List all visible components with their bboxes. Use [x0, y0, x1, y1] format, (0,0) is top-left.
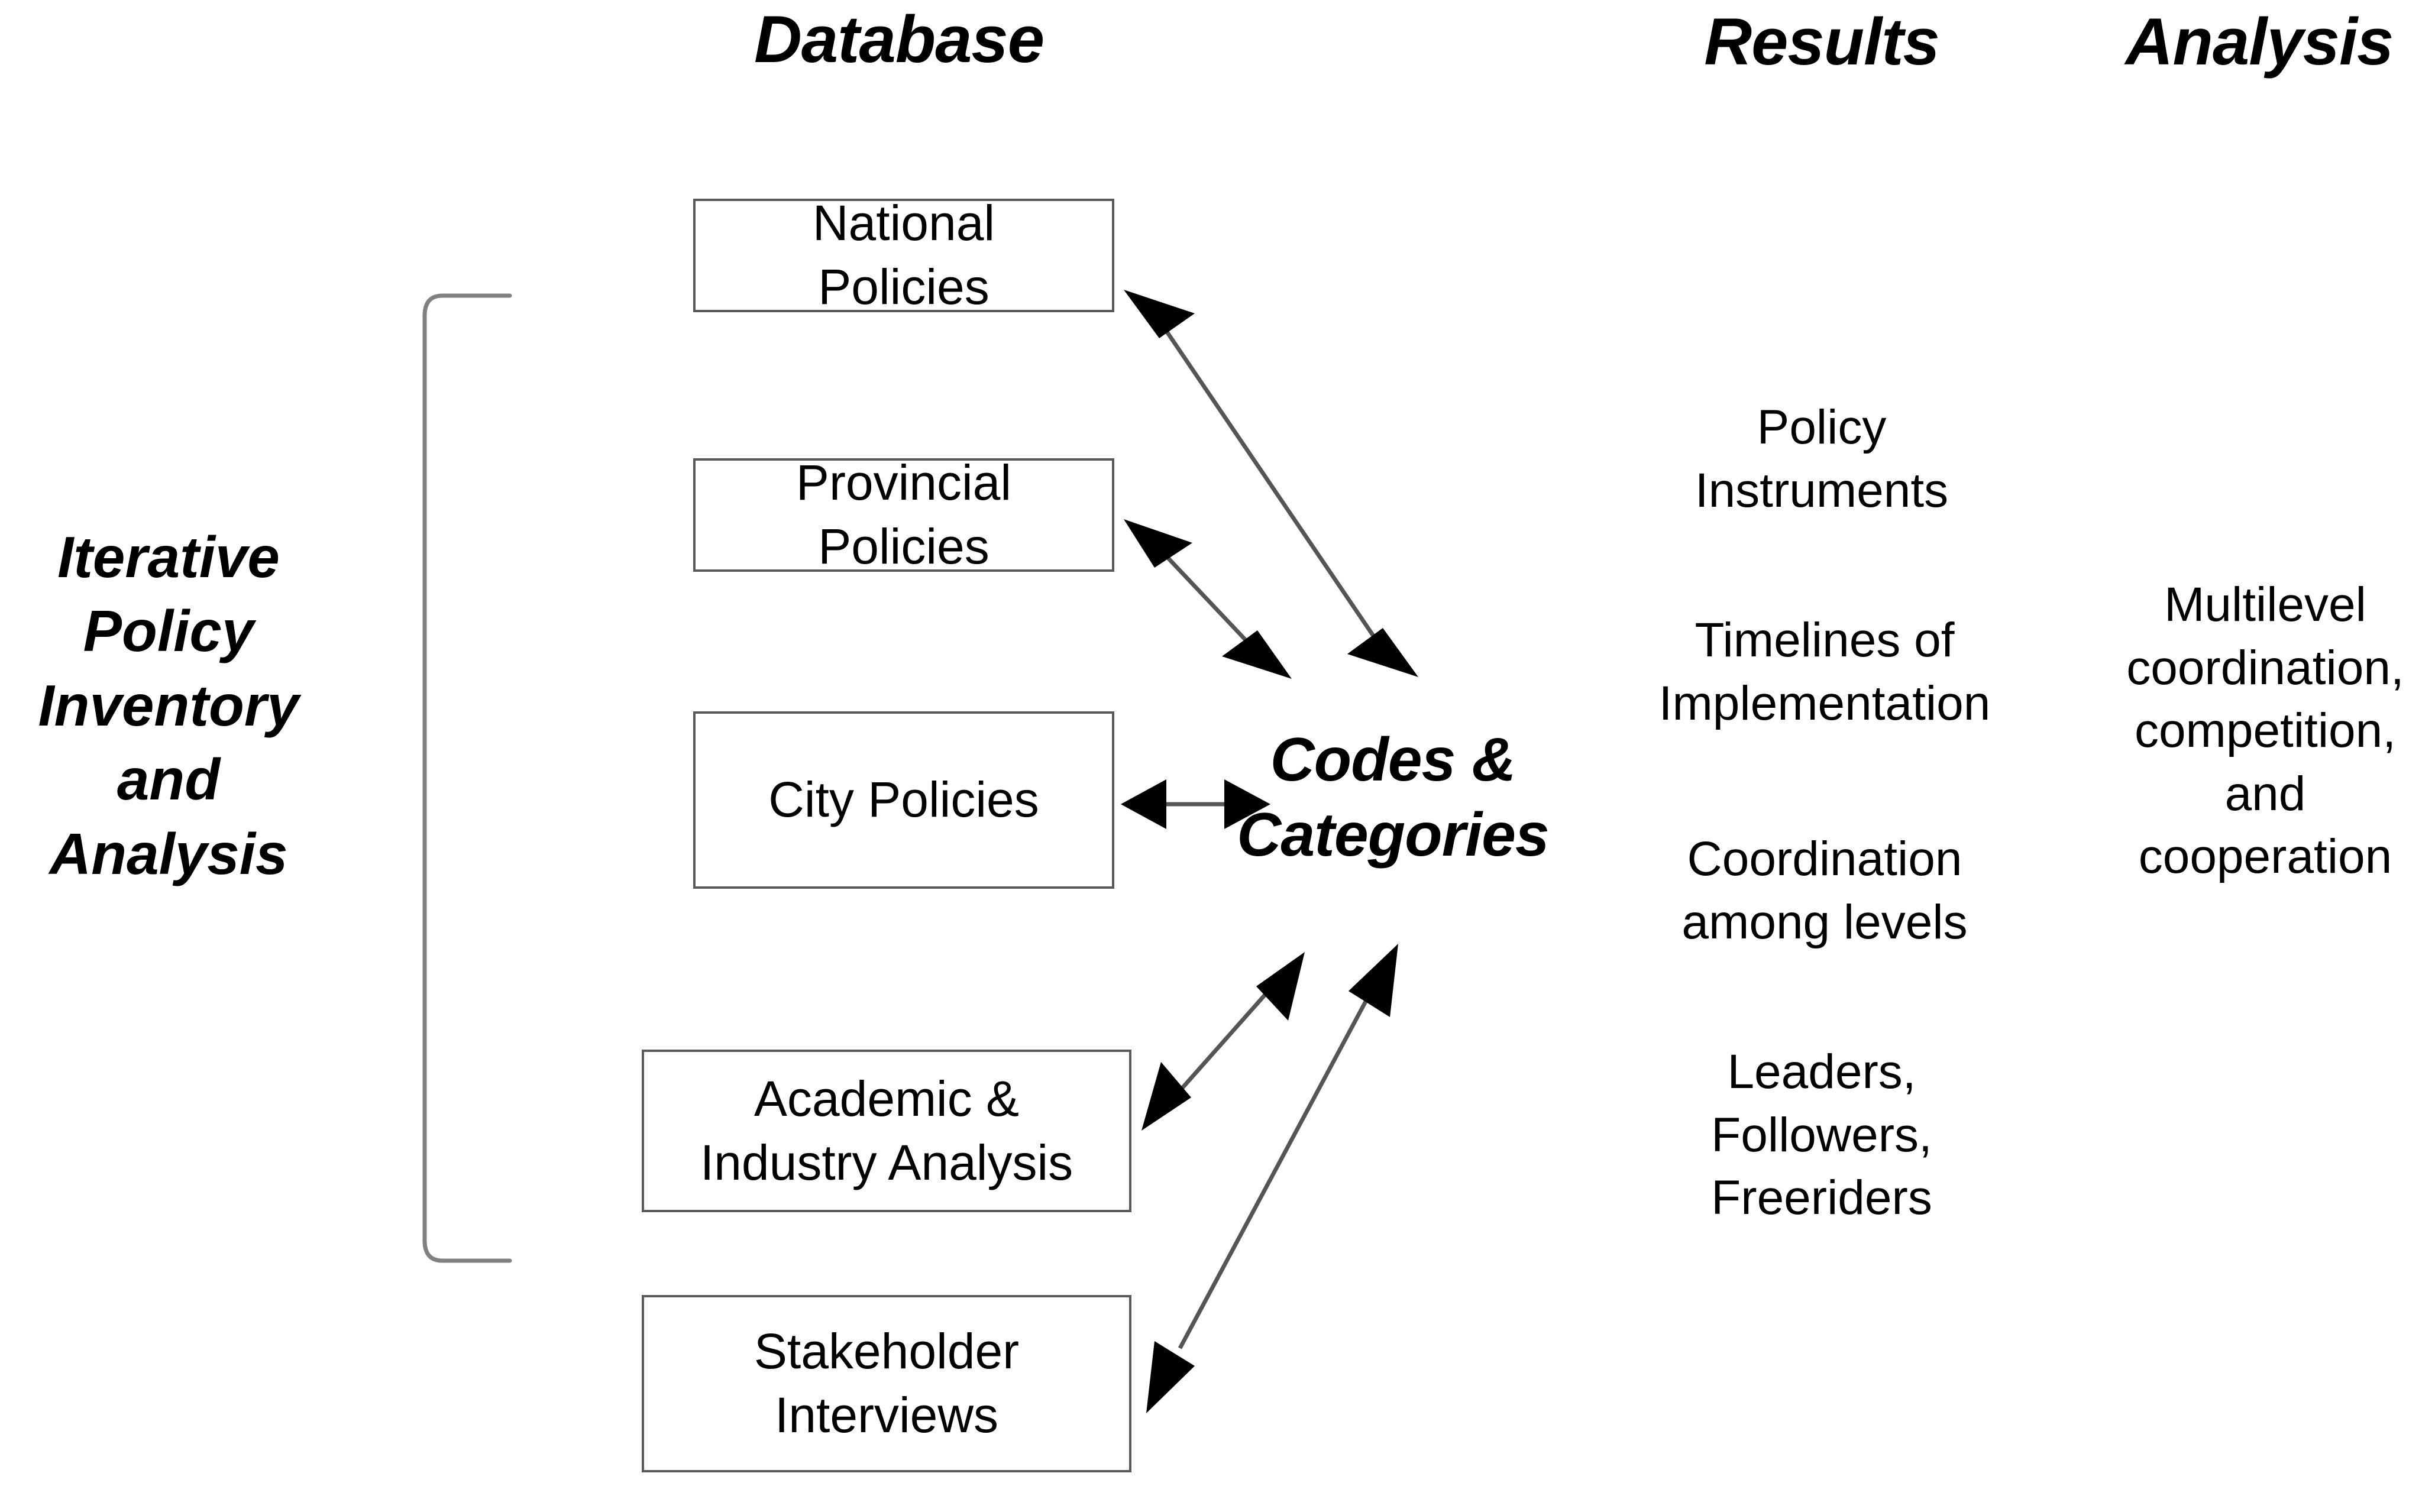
arrow-head-icon [1146, 1341, 1195, 1413]
results-line-2: Followers, [1711, 1108, 1932, 1162]
analysis-line-4: and [2224, 766, 2306, 821]
arrow-head-icon [1347, 628, 1418, 677]
arrow-head-icon [1124, 519, 1192, 568]
arrow-head-icon [1349, 944, 1398, 1017]
box-line-1: City Policies [768, 772, 1039, 828]
connector-stakeholder-to-codes [1146, 944, 1398, 1413]
connector-academic-to-codes [1141, 952, 1305, 1131]
analysis-line-1: Multilevel [2164, 578, 2366, 632]
left-caption-line-1: Iterative [57, 524, 280, 590]
central-node-line-2: Categories [1237, 800, 1550, 869]
column-heading-results: Results [1704, 5, 1940, 79]
arrow-head-icon [1124, 290, 1195, 338]
column-heading-analysis: Analysis [2125, 5, 2394, 79]
database-box-academic-industry-analysis[interactable]: Academic & Industry Analysis [642, 1050, 1131, 1212]
analysis-line-2: coordination, [2126, 640, 2404, 695]
box-line-2: Interviews [774, 1387, 999, 1443]
results-line-2: Instruments [1695, 463, 1949, 517]
arrow-head-icon [1222, 630, 1292, 679]
database-box-national-policies[interactable]: National Policies [693, 195, 1114, 315]
database-box-stakeholder-interviews[interactable]: Stakeholder Interviews [642, 1295, 1131, 1472]
database-box-city-policies[interactable]: City Policies [693, 711, 1114, 889]
database-box-label: National Policies [807, 192, 1001, 319]
database-box-label: Provincial Policies [790, 451, 1017, 578]
results-item-leaders-followers-freeriders: Leaders, Followers, Freeriders [1597, 1041, 2046, 1230]
results-item-coordination-among-levels: Coordination among levels [1591, 828, 2058, 954]
left-caption-line-4: and [117, 747, 221, 812]
results-line-1: Leaders, [1727, 1045, 1916, 1099]
grouping-bracket-icon [422, 293, 512, 1263]
results-line-1: Coordination [1687, 832, 1962, 886]
box-line-1: National [812, 195, 995, 251]
results-line-3: Freeriders [1711, 1171, 1932, 1225]
box-line-1: Provincial [796, 455, 1012, 511]
database-box-label: City Policies [762, 768, 1045, 832]
results-line-1: Policy [1757, 400, 1887, 454]
central-node-codes-and-categories[interactable]: Codes & Categories [1207, 723, 1579, 873]
left-caption-line-2: Policy [83, 598, 254, 664]
left-caption: Iterative Policy Inventory and Analysis [0, 520, 337, 891]
database-box-provincial-policies[interactable]: Provincial Policies [693, 455, 1114, 574]
arrow-head-icon [1121, 779, 1166, 829]
left-caption-line-3: Inventory [38, 672, 299, 738]
connector-provincial-to-codes [1124, 519, 1292, 679]
box-line-2: Policies [818, 519, 989, 574]
results-item-timelines-of-implementation: Timelines of Implementation [1591, 609, 2058, 735]
column-heading-database: Database [754, 2, 1045, 76]
results-line-1: Timelines of [1695, 613, 1955, 667]
arrow-head-icon [1256, 952, 1305, 1021]
left-caption-line-5: Analysis [49, 821, 288, 886]
arrow-head-icon [1141, 1062, 1191, 1131]
results-item-policy-instruments: Policy Instruments [1597, 396, 2046, 522]
box-line-2: Policies [818, 259, 989, 315]
results-line-2: among levels [1681, 895, 1968, 949]
central-node-line-1: Codes & [1270, 726, 1516, 794]
database-box-label: Academic & Industry Analysis [694, 1067, 1079, 1194]
box-line-1: Stakeholder [754, 1323, 1020, 1380]
analysis-item-multilevel-coordination: Multilevel coordination, competition, an… [2094, 574, 2435, 889]
analysis-line-3: competition, [2134, 704, 2397, 758]
box-line-2: Industry Analysis [700, 1134, 1073, 1190]
box-line-1: Academic & [754, 1070, 1020, 1126]
analysis-line-5: cooperation [2138, 830, 2392, 884]
connector-national-to-codes [1124, 290, 1418, 677]
database-box-label: Stakeholder Interviews [748, 1320, 1025, 1447]
results-line-2: Implementation [1658, 676, 1991, 730]
